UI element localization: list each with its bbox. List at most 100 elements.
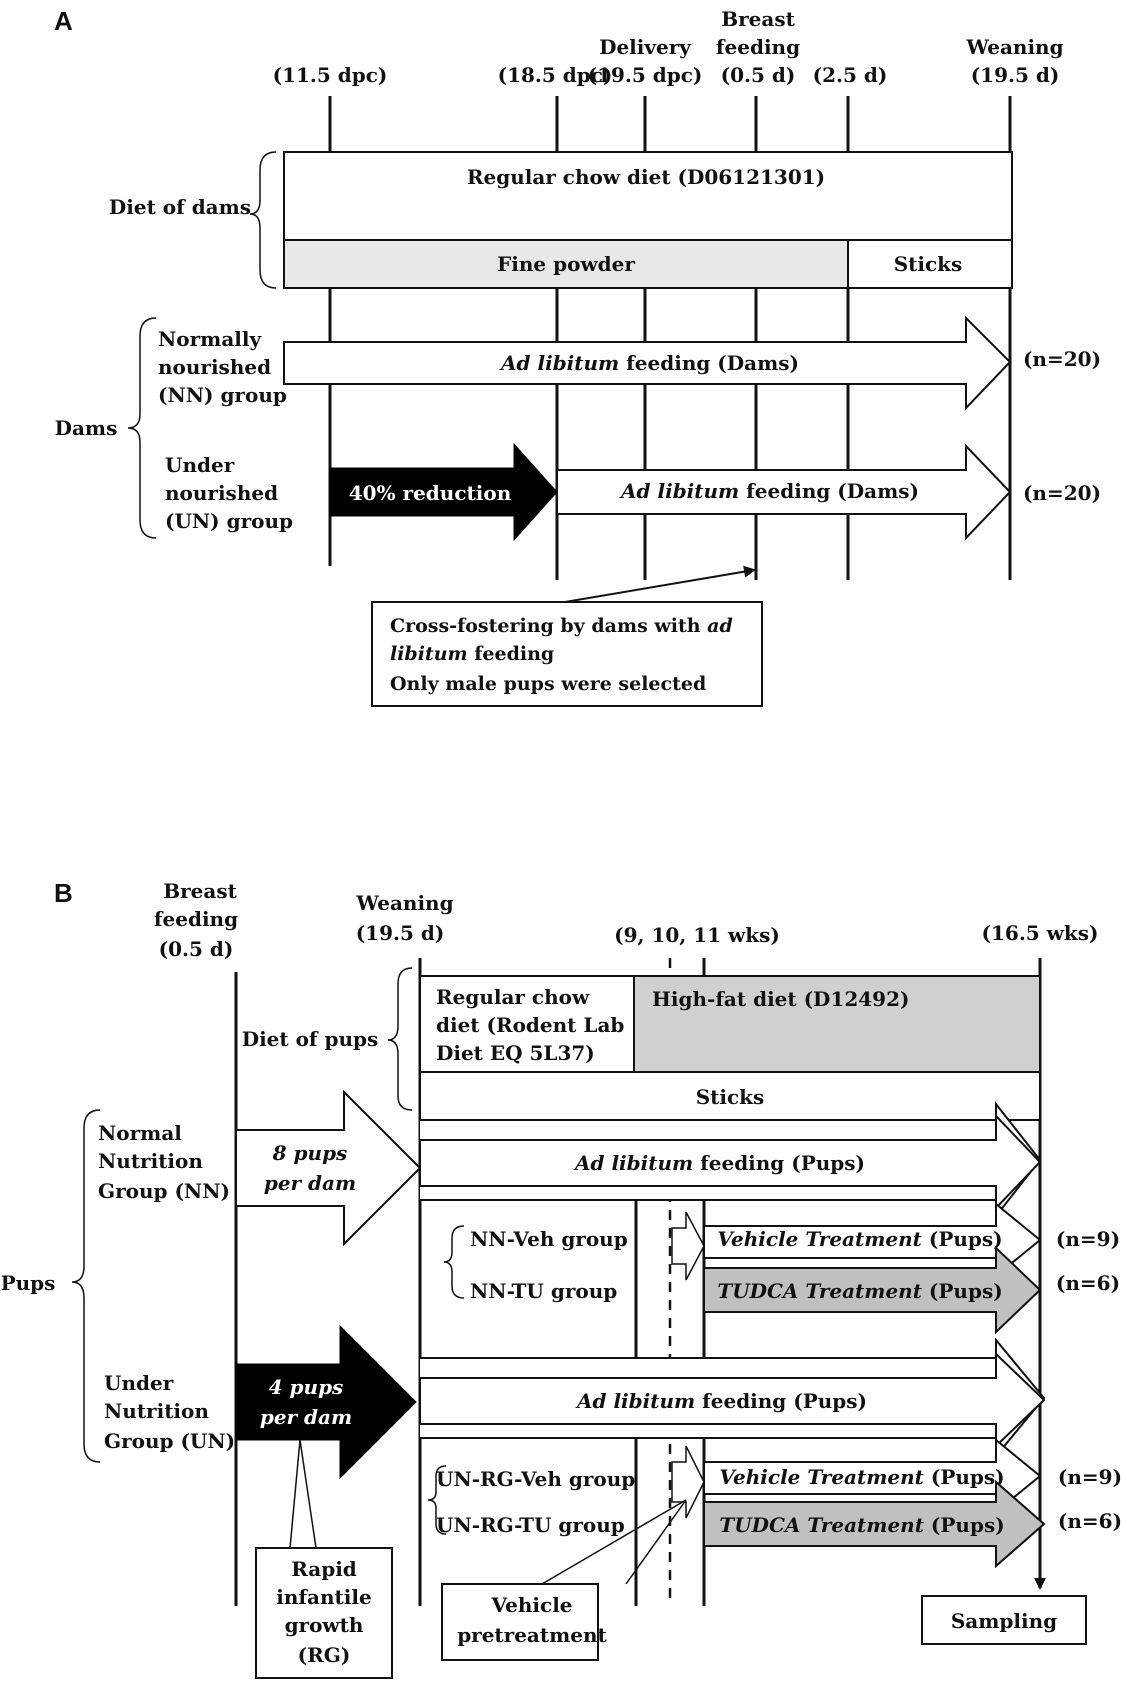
regular-chow-text: Regular chow diet (Rodent Lab Diet EQ 5L… xyxy=(436,985,624,1065)
n-nn-veh: (n=9) xyxy=(1056,1227,1120,1251)
nn-pups-line-2: per dam xyxy=(264,1171,356,1195)
pups-brace xyxy=(71,1109,101,1463)
un-veh-group-label: UN-RG-Veh group xyxy=(436,1467,635,1491)
nn-vehicle-pretreat-arrow xyxy=(671,1211,705,1281)
timepoint-19-5-d: (19.5 d) xyxy=(971,63,1060,87)
cross-foster-line-2: libitum feeding xyxy=(390,643,554,665)
b-breast-line-1: Breast xyxy=(163,879,237,903)
fine-powder-label: Fine powder xyxy=(497,252,635,276)
nn-pups-feeding-arrow xyxy=(419,1113,1042,1211)
un-group-line-2: nourished xyxy=(165,481,278,505)
panel-a: A (11.5 dpc) (18.5 dpc) Delivery (19.5 d… xyxy=(54,6,1101,707)
cross-foster-box xyxy=(371,601,763,707)
un-group-line-3: (UN) group xyxy=(165,509,293,533)
nn-group-label-b: Normal Nutrition Group (NN) xyxy=(98,1121,230,1203)
n-nn-dams: (n=20) xyxy=(1023,347,1101,371)
timepoint-11-5-dpc: (11.5 dpc) xyxy=(273,63,388,87)
un-dams-feeding-arrow xyxy=(556,443,1012,541)
b-nn-line-3: Group (NN) xyxy=(98,1179,230,1203)
un-tu-group-label: UN-RG-TU group xyxy=(436,1513,625,1537)
rg-line-1: Rapid xyxy=(291,1557,357,1581)
timepoint-0-5-d: (0.5 d) xyxy=(721,63,796,87)
cross-foster-arrow xyxy=(564,565,756,603)
b-weaning-line-2: (19.5 d) xyxy=(356,921,445,945)
b-end-label: (16.5 wks) xyxy=(982,921,1099,945)
fine-powder-box xyxy=(283,239,849,289)
nn-vehicle-treatment-label: Vehicle Treatment (Pups) xyxy=(717,1227,1002,1251)
vehicle-pre-callout-box xyxy=(441,1583,599,1661)
nn-pups-text: 8 pups per dam xyxy=(264,1141,356,1195)
un-subgroup-brace xyxy=(427,1465,447,1535)
regular-chow-line-1: Regular chow xyxy=(436,985,590,1009)
sticks-label-dams: Sticks xyxy=(894,252,963,276)
cross-foster-text: Cross-fostering by dams with ad libitum … xyxy=(390,615,733,695)
un-tudca-treatment-arrow xyxy=(703,1479,1046,1569)
diet-pups-label: Diet of pups xyxy=(242,1027,379,1051)
rg-line-4: (RG) xyxy=(298,1643,351,1667)
un-vehicle-treatment-arrow xyxy=(703,1437,1042,1515)
nn-pups-feeding-label: Ad libitum feeding (Pups) xyxy=(573,1151,865,1175)
nn-tudca-treatment-label: TUDCA Treatment (Pups) xyxy=(717,1279,1002,1303)
sticks-box-pups xyxy=(419,1071,1041,1121)
timepoint-weaning-label: Weaning xyxy=(965,35,1063,59)
nn-subgroup-brace xyxy=(443,1225,465,1299)
nn-group-label-a: Normally nourished (NN) group xyxy=(158,327,287,407)
panel-b-timepoints: Breast feeding (0.5 d) Weaning (19.5 d) … xyxy=(154,879,1099,961)
un-vehicle-treatment-label: Vehicle Treatment (Pups) xyxy=(719,1465,1004,1489)
rg-callout-box xyxy=(255,1547,393,1679)
b-un-line-1: Under xyxy=(104,1371,174,1395)
timepoint-delivery-label: Delivery xyxy=(599,35,692,59)
diet-pups-brace xyxy=(387,967,413,1111)
b-un-line-2: Nutrition xyxy=(104,1399,209,1423)
un-pups-feeding-arrow xyxy=(419,1351,1046,1449)
reduction-arrow xyxy=(329,442,558,542)
rg-callout-text: Rapid infantile growth (RG) xyxy=(276,1557,371,1667)
nn-dams-feeding-arrow xyxy=(283,315,1012,411)
n-nn-tu: (n=6) xyxy=(1056,1271,1120,1295)
diet-dams-main: Regular chow diet (D06121301) xyxy=(467,165,825,189)
vehicle-pre-callout-pointer xyxy=(541,1499,687,1585)
diet-dams-label: Diet of dams xyxy=(109,195,251,219)
nn-veh-group-label: NN-Veh group xyxy=(470,1227,628,1251)
timepoint-19-5-dpc: (19.5 dpc) xyxy=(588,63,703,87)
nn-dams-feeding-label: Ad libitum feeding (Dams) xyxy=(499,351,799,375)
n-un-veh: (n=9) xyxy=(1058,1465,1122,1489)
b-breast-line-2: feeding xyxy=(154,907,238,931)
nn-group-line-3: (NN) group xyxy=(158,383,287,407)
nn-group-line-1: Normally xyxy=(158,327,262,351)
panel-a-label: A xyxy=(54,6,73,36)
sticks-box-dams xyxy=(847,239,1013,289)
n-un-tu: (n=6) xyxy=(1058,1509,1122,1533)
nn-tudca-treatment-arrow xyxy=(703,1245,1042,1335)
panel-b-label: B xyxy=(54,878,73,908)
sampling-label: Sampling xyxy=(951,1609,1057,1633)
diet-dams-brace xyxy=(249,151,277,289)
nn-pups-arrow xyxy=(235,1089,422,1247)
un-pups-text: 4 pups per dam xyxy=(260,1375,352,1429)
b-nn-line-2: Nutrition xyxy=(98,1149,203,1173)
b-nn-line-1: Normal xyxy=(98,1121,182,1145)
un-tudca-treatment-label: TUDCA Treatment (Pups) xyxy=(719,1513,1004,1537)
panel-b: B Breast feeding (0.5 d) Weaning (19.5 d… xyxy=(1,878,1122,1679)
panel-a-timepoints: (11.5 dpc) (18.5 dpc) Delivery (19.5 dpc… xyxy=(273,7,1064,87)
cross-foster-line-3: Only male pups were selected xyxy=(390,673,706,695)
timepoint-feeding-label: feeding xyxy=(716,35,800,59)
un-group-label-b: Under Nutrition Group (UN) xyxy=(104,1371,235,1453)
dams-label: Dams xyxy=(55,416,118,440)
b-un-line-3: Group (UN) xyxy=(104,1429,235,1453)
vehicle-pre-text: Vehicle pretreatment xyxy=(457,1593,607,1647)
dams-brace xyxy=(127,317,157,539)
n-un-dams: (n=20) xyxy=(1023,481,1101,505)
un-vehicle-pretreat-arrow xyxy=(671,1445,705,1519)
diet-dams-box xyxy=(283,151,1013,241)
nn-tu-group-label: NN-TU group xyxy=(470,1279,617,1303)
regular-chow-line-3: Diet EQ 5L37) xyxy=(436,1041,595,1065)
sampling-box xyxy=(921,1595,1087,1645)
un-pups-arrow xyxy=(235,1324,417,1480)
high-fat-label: High-fat diet (D12492) xyxy=(652,987,909,1011)
nn-vehicle-treatment-arrow xyxy=(703,1201,1042,1279)
un-pups-line-2: per dam xyxy=(260,1405,352,1429)
rg-line-3: growth xyxy=(285,1613,364,1637)
rg-line-2: infantile xyxy=(276,1585,371,1609)
